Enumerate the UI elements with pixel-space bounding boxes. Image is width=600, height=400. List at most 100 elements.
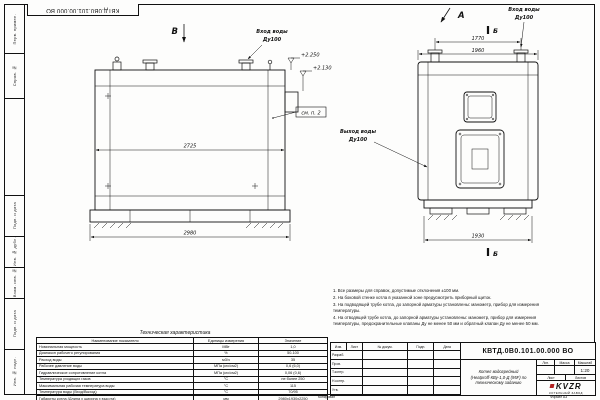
company-logo: KVZR КОТЕЛЬНЫЙ ЗАВОД [537, 381, 595, 395]
title-block-cell: Утв. [331, 386, 363, 395]
ground-hatch [93, 222, 284, 229]
sheets-label: Листов [566, 375, 595, 381]
title-block-cell [362, 359, 409, 369]
mass-value [555, 366, 575, 375]
water-inlet-nozzle [238, 59, 254, 71]
spec-cell-value: 70/95 [258, 388, 328, 396]
note-item: 2. На боковой стенке котла в указанной з… [333, 295, 492, 301]
title-block-cell [408, 377, 435, 387]
footer-format: Формат А3 [550, 395, 568, 399]
title-block-sig-row: Утв. [331, 386, 460, 395]
title-block-header-row: Изм. Лист № докум. Подп. Дата [331, 343, 460, 351]
note-item: 1. Все размеры для справок, допустимые о… [333, 288, 460, 293]
support-skid [89, 209, 291, 223]
drawing-title-line: Котел водогрейный [478, 369, 519, 375]
sheet-label: Лист [537, 375, 566, 381]
drawing-title: Котел водогрейный (Heatproff-КВу-1,0-Д (… [461, 360, 537, 395]
elevation-2250-text: +2.250 [301, 53, 320, 59]
title-block-cell [434, 360, 460, 369]
section-b-label-top: Б [493, 27, 498, 35]
title-block-cell: Дата [434, 343, 460, 351]
dim-2980: 2980 [184, 231, 197, 237]
spec-cell-value: 50-100 [258, 349, 328, 358]
frame-column-vzam-inv: Взам. инв. № [5, 268, 24, 299]
view-b-label: В [172, 27, 178, 37]
front-water-inlet-nozzle [513, 49, 529, 63]
title-block-cell [408, 359, 435, 369]
company-name: KVZR [555, 381, 582, 391]
lifting-lug-marks [105, 93, 258, 189]
upper-access-door [463, 91, 497, 123]
spec-cell-value: 1,0 [258, 343, 328, 351]
boiler-front-view [417, 49, 539, 221]
company-logo-text: KVZR [549, 381, 582, 391]
title-block-sig-row: Т.контр. [331, 368, 460, 378]
title-block-cell [434, 386, 460, 395]
elevation-mark-2130 [299, 70, 312, 91]
title-block-cell: Изм. [331, 343, 347, 351]
outlet-label: Выход воды [340, 129, 376, 135]
title-block-cell [408, 368, 435, 378]
title-block: Изм. Лист № докум. Подп. Дата Разраб. Пр… [330, 342, 596, 396]
view-a-label: А [457, 11, 465, 21]
spec-cell-value: 0,06 (0,6) [258, 369, 328, 377]
spec-cell-name: Габариты котла (Длина х ширина х высота) [36, 394, 194, 400]
title-block-cell: Разраб. [331, 351, 363, 360]
title-block-cell: Н.контр. [331, 377, 363, 387]
title-block-right: КВТД.0В0.101.00.000 ВО Котел водогрейный… [461, 343, 595, 395]
title-block-cell [408, 351, 435, 360]
view-a-arrow [440, 7, 451, 23]
frame-column-inv-dubl: Инв. № дубл. [5, 237, 24, 268]
boiler-side-view [89, 56, 299, 229]
spec-row: Диапазон рабочего регулирования%50-100 [36, 349, 328, 358]
scale-label: Масштаб [575, 360, 595, 366]
dim-1770: 1770 [472, 36, 485, 42]
lower-access-door [455, 129, 505, 189]
note-item: 4. На отводящей трубе котла, до запорной… [333, 315, 539, 326]
front-base [423, 199, 533, 215]
meta-values-row: 1:20 [537, 366, 595, 375]
rotated-doc-number: КВТД.0В0.101.00.000 ВО [27, 4, 139, 16]
title-block-sig-row: Пров. [331, 359, 460, 369]
frame-left-strip: Перв. примен. Справ. № Подп. и дата Инв.… [4, 4, 25, 395]
title-block-cell [434, 377, 460, 387]
lit-label: Лит. [537, 360, 555, 366]
inlet-leader [247, 44, 263, 60]
front-top-nozzle-left [427, 49, 443, 63]
dim-2725: 2725 [184, 144, 197, 150]
dim-1960: 1960 [472, 48, 485, 54]
spec-cell-value: 35 [258, 356, 328, 364]
side-inlet-dn: Ду100 [262, 37, 282, 43]
spec-table: Наименование показателя Единицы измерени… [36, 336, 328, 400]
title-block-cell [362, 351, 409, 360]
ground-hatch [427, 214, 530, 221]
frame-column-sprav: Справ. № [5, 54, 24, 99]
section-b-label-bottom: Б [493, 250, 498, 258]
front-inlet-dn: Ду100 [514, 15, 534, 21]
title-block-cell: Подп. [408, 343, 435, 351]
elevation-mark-2250 [287, 57, 300, 70]
spec-row: Габариты котла (Длина х ширина х высота)… [36, 394, 328, 400]
flame-icon [549, 384, 555, 388]
lit-value [537, 366, 555, 375]
spec-header-row: Наименование показателя Единицы измерени… [36, 336, 328, 345]
title-block-cell [362, 377, 409, 387]
flue-outlet [284, 91, 299, 113]
outlet-dn: Ду100 [348, 137, 368, 143]
title-block-sig-row: Разраб. [331, 351, 460, 360]
front-view-dimensions [373, 7, 539, 256]
note-item: 3. На подводящей трубе котла, до запорно… [333, 302, 540, 313]
spec-cell-unit: мм [193, 394, 259, 400]
title-block-cell: Т.контр. [331, 368, 363, 378]
spec-cell-value: 0,6 (6,0) [258, 362, 328, 371]
dim-1930: 1930 [472, 234, 485, 240]
title-block-sig-row: Н.контр. [331, 377, 460, 387]
title-block-cell [408, 386, 435, 395]
title-block-cell: Пров. [331, 359, 363, 369]
title-block-cell [434, 351, 460, 360]
